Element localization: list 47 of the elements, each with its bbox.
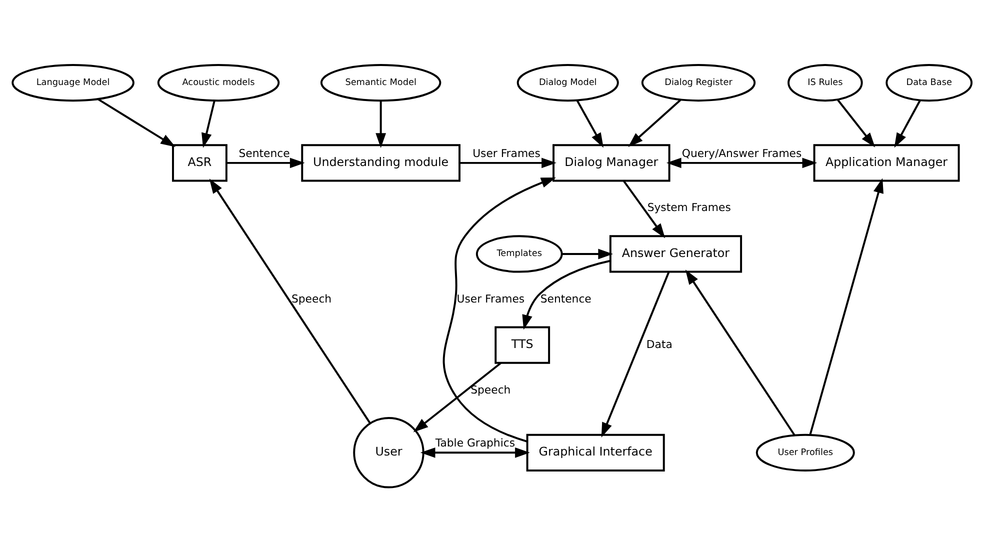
arrow (226, 157, 305, 168)
edge-label: Speech (470, 382, 511, 396)
arrow (666, 157, 818, 168)
arrow (420, 446, 530, 458)
node-box: Dialog Manager (552, 144, 670, 182)
edge-label: User Frames (472, 146, 540, 160)
node-ellipse: Dialog Register (641, 63, 756, 102)
arrow (522, 259, 610, 330)
node-box: TTS (494, 326, 550, 364)
edge-label: User Frames (456, 292, 525, 305)
edge-label: Table Graphics (435, 436, 516, 450)
edge-label: Sentence (540, 292, 592, 305)
node-box: Understanding module (301, 144, 460, 182)
arrow (209, 178, 371, 424)
node-ellipse: Acoustic models (157, 63, 280, 102)
arrow (442, 176, 556, 442)
node-ellipse: Semantic Model (320, 63, 442, 102)
node-ellipse: Language Model (12, 63, 134, 102)
arrow (685, 269, 796, 436)
edge-label: Data (646, 337, 672, 350)
node-box: Application Manager (813, 144, 960, 182)
node-ellipse: Data Base (886, 63, 973, 102)
arrow (809, 178, 884, 434)
edge-label: Query/Answer Frames (682, 146, 802, 160)
arrow (576, 99, 604, 148)
arrow (376, 100, 386, 148)
edge-label: Speech (292, 292, 332, 305)
arrow (562, 248, 614, 259)
node-ellipse: User Profiles (756, 433, 855, 471)
arrow (202, 100, 216, 148)
arrow (623, 180, 666, 238)
node-ellipse: Dialog Model (516, 63, 619, 102)
arrow (601, 271, 670, 438)
node-circle: User (353, 416, 424, 488)
node-ellipse: IS Rules (788, 63, 863, 102)
arrow (98, 98, 176, 147)
node-box: ASR (172, 144, 228, 182)
arrow (460, 157, 556, 168)
edge-label: Sentence (238, 146, 290, 160)
arrow (413, 362, 502, 432)
node-ellipse: Templates (476, 234, 563, 272)
edge-label: System Frames (647, 200, 731, 214)
node-box: Answer Generator (609, 234, 742, 272)
node-box: Graphical Interface (526, 433, 665, 471)
arrow (628, 98, 682, 146)
arrow (836, 98, 876, 147)
arrow (894, 99, 921, 148)
